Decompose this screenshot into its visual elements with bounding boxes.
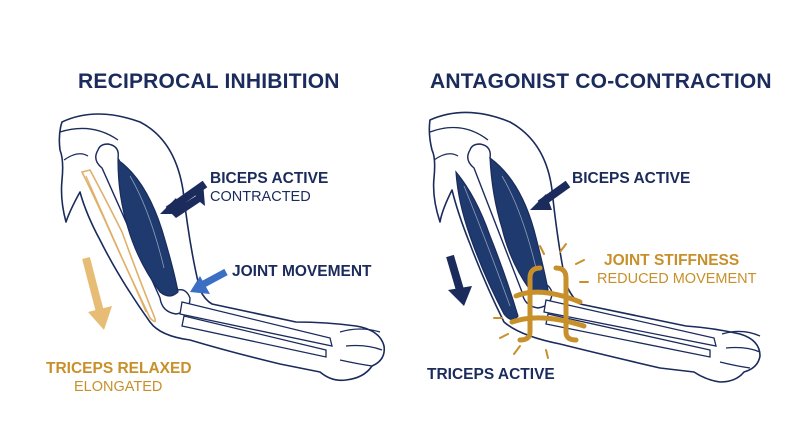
joint-stiffness-sublabel: REDUCED MOVEMENT (597, 271, 757, 287)
left-biceps-sublabel: CONTRACTED (210, 189, 311, 205)
joint-movement-arrow-icon (198, 268, 228, 290)
left-arm-outline (58, 113, 386, 382)
right-triceps-label: TRICEPS ACTIVE (427, 366, 555, 383)
left-panel-title: RECIPROCAL INHIBITION (78, 70, 340, 93)
left-biceps-muscle (117, 158, 179, 297)
left-triceps-label: TRICEPS RELAXED (46, 360, 192, 377)
right-biceps-label: BICEPS ACTIVE (572, 170, 691, 187)
stiffness-burst-lines-icon (493, 243, 589, 359)
joint-movement-label: JOINT MOVEMENT (232, 263, 372, 280)
right-panel-title: ANTAGONIST CO-CONTRACTION (430, 70, 772, 93)
joint-stiffness-bracket-icon (509, 265, 587, 343)
arrow-down-icon (446, 254, 464, 292)
left-triceps-sublabel: ELONGATED (74, 379, 163, 395)
left-biceps-label: BICEPS ACTIVE (210, 170, 329, 187)
triceps-elongate-arrow-icon (82, 256, 104, 314)
right-triceps-muscle (455, 170, 519, 321)
joint-stiffness-label: JOINT STIFFNESS (604, 252, 740, 269)
